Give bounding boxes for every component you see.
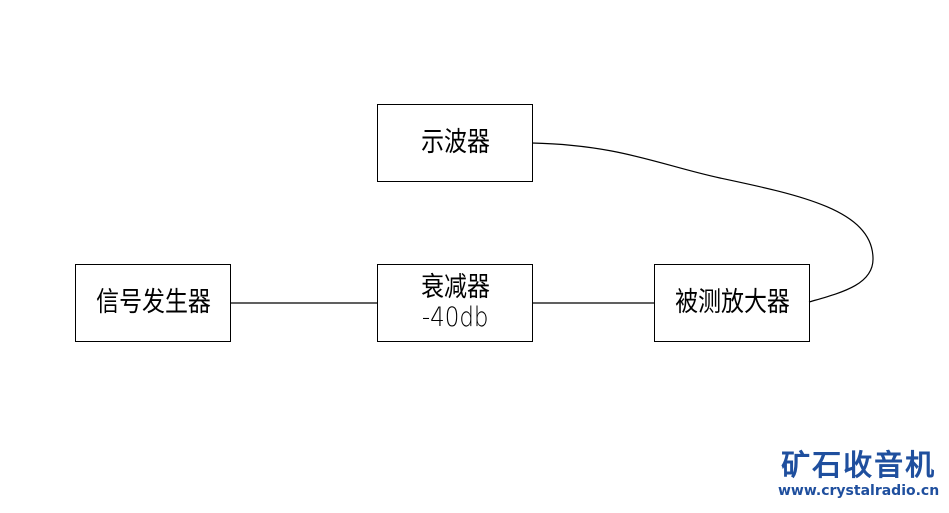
oscilloscope-block: 示波器: [377, 104, 533, 182]
attenuator-block: 衰减器 -40db: [377, 264, 533, 342]
wire-amplifier-oscilloscope: [531, 142, 874, 303]
oscilloscope-label: 示波器: [420, 127, 490, 158]
watermark-name: 矿石收音机: [781, 448, 937, 482]
watermark-logo: 矿石收音机 www.crystalradio.cn: [778, 448, 939, 500]
watermark-url: www.crystalradio.cn: [778, 483, 940, 499]
amplifier-label: 被测放大器: [674, 287, 790, 318]
amplifier-block: 被测放大器: [654, 264, 810, 342]
signal-generator-label: 信号发生器: [95, 287, 211, 318]
signal-generator-block: 信号发生器: [75, 264, 231, 342]
attenuator-value: -40db: [421, 302, 489, 333]
attenuator-label: 衰减器: [420, 272, 490, 303]
